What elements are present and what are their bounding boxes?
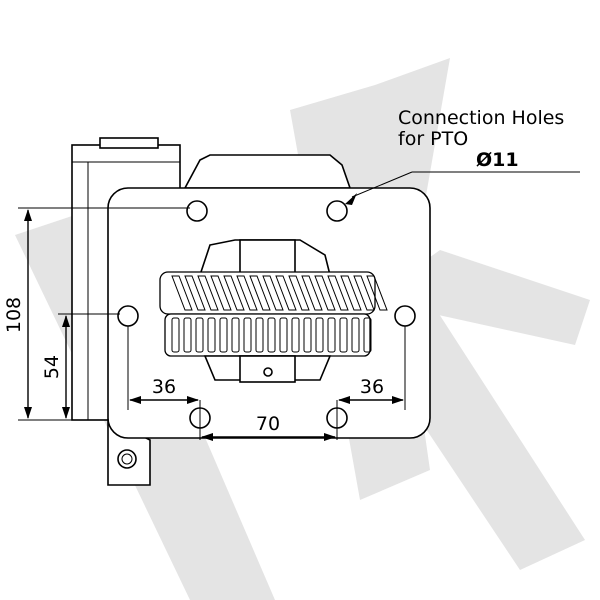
- hole-mid-left: [117, 305, 139, 327]
- spur-tooth: [279, 317, 288, 353]
- spur-tooth: [351, 317, 360, 353]
- helical-tooth: [223, 275, 245, 311]
- helical-tooth: [301, 275, 323, 311]
- hole-top-right: [326, 200, 348, 222]
- spur-tooth: [255, 317, 264, 353]
- spur-tooth: [219, 317, 228, 353]
- dim-54-label: 54: [41, 355, 63, 379]
- leader-arrow: [345, 193, 357, 205]
- dim-36-right-label: 36: [360, 376, 384, 398]
- hole-top-left: [186, 200, 208, 222]
- helical-tooth: [249, 275, 271, 311]
- helical-tooth: [262, 275, 284, 311]
- helical-tooth: [366, 275, 388, 311]
- spur-gear-teeth: [171, 317, 372, 353]
- dim-108-label: 108: [3, 297, 25, 333]
- helical-tooth: [353, 275, 375, 311]
- spur-tooth: [315, 317, 324, 353]
- helical-tooth: [275, 275, 297, 311]
- helical-tooth: [314, 275, 336, 311]
- dimension-54: 54: [41, 313, 120, 419]
- dim-36-left-label: 36: [152, 376, 176, 398]
- spur-tooth: [183, 317, 192, 353]
- helical-tooth: [288, 275, 310, 311]
- dim-70-label: 70: [256, 413, 280, 435]
- spur-tooth: [195, 317, 204, 353]
- note-line-1: Connection Holes: [398, 107, 564, 129]
- spur-tooth: [327, 317, 336, 353]
- spur-tooth: [207, 317, 216, 353]
- spur-tooth: [363, 317, 372, 353]
- pto-note: Connection Holes for PTO Ø11: [345, 107, 580, 205]
- spur-tooth: [339, 317, 348, 353]
- dimension-70: 70: [201, 413, 336, 441]
- helical-tooth: [340, 275, 362, 311]
- spur-tooth: [171, 317, 180, 353]
- dimension-36-left: 36: [127, 326, 201, 440]
- bottom-bolt-hole: [117, 449, 137, 469]
- note-line-2: for PTO: [398, 128, 468, 150]
- spur-tooth: [291, 317, 300, 353]
- helical-tooth: [327, 275, 349, 311]
- dimension-108: 108: [3, 207, 190, 421]
- hole-mid-right: [394, 305, 416, 327]
- spur-tooth: [243, 317, 252, 353]
- spur-tooth: [231, 317, 240, 353]
- helical-gear-teeth: [171, 275, 388, 311]
- helical-tooth: [210, 275, 232, 311]
- helical-tooth: [171, 275, 193, 311]
- dimension-36-right: 36: [336, 326, 406, 440]
- helical-tooth: [236, 275, 258, 311]
- helical-tooth: [197, 275, 219, 311]
- spur-tooth: [303, 317, 312, 353]
- gear-assembly: [159, 239, 388, 383]
- spur-tooth: [267, 317, 276, 353]
- shaft-hole: [263, 367, 273, 377]
- helical-tooth: [184, 275, 206, 311]
- note-diameter: Ø11: [476, 149, 519, 171]
